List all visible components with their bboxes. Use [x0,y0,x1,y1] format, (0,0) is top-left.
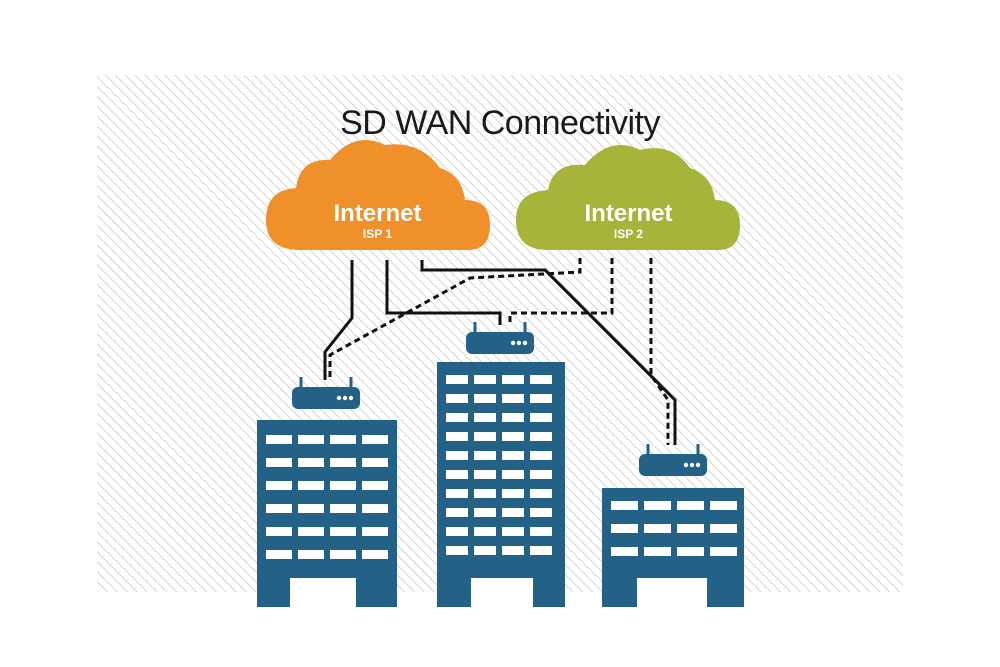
building-window [611,501,638,510]
building-window [677,547,704,556]
building-window [362,527,388,536]
building-window [530,432,552,441]
router-right-icon [639,444,707,476]
building-window [530,451,552,460]
building-window [644,524,671,533]
building-window [530,508,552,517]
building-window [530,394,552,403]
building-window [330,504,356,513]
building-window [330,527,356,536]
building-window [474,432,496,441]
building-window [330,481,356,490]
router-center-icon [466,322,534,354]
building-window [530,413,552,422]
building-window [446,508,468,517]
building-window [474,508,496,517]
building-window [266,435,292,444]
link-isp2-left-building [328,258,582,380]
building-window [266,527,292,536]
building-window [330,435,356,444]
building-window [298,527,324,536]
cloud-isp1-icon [266,140,490,250]
building-window [362,504,388,513]
building-window [502,413,524,422]
building-window [266,504,292,513]
building-window [502,451,524,460]
building-window [502,508,524,517]
building-window [710,524,737,533]
building-window [474,394,496,403]
building-window [266,550,292,559]
building-window [474,470,496,479]
building-window [330,458,356,467]
building-window [446,546,468,555]
diagram-title: SD WAN Connectivity [340,104,660,142]
router-left-icon [292,377,360,409]
building-window [474,451,496,460]
cloud-isp1-label: Internet ISP 1 [300,200,455,242]
building-window [362,435,388,444]
building-right-icon [602,488,744,607]
building-window [502,527,524,536]
building-window [611,524,638,533]
building-window [298,481,324,490]
building-window [502,375,524,384]
cloud-isp2-icon [516,145,740,250]
building-window [298,435,324,444]
building-window [298,504,324,513]
cloud-isp2-subtitle: ISP 2 [613,227,644,241]
building-window [530,489,552,498]
cloud-isp1-title: Internet [333,200,422,227]
building-window [474,489,496,498]
building-window [362,550,388,559]
building-window [446,375,468,384]
building-window [530,375,552,384]
building-window [530,527,552,536]
building-window [502,394,524,403]
building-window [446,470,468,479]
building-window [446,451,468,460]
building-window [446,413,468,422]
building-window [474,546,496,555]
building-window [446,489,468,498]
building-window [502,546,524,555]
building-window [298,550,324,559]
building-window [502,470,524,479]
building-window [502,432,524,441]
building-center-icon [437,362,565,607]
cloud-isp1-subtitle: ISP 1 [362,227,393,241]
building-window [266,458,292,467]
building-window [446,394,468,403]
building-window [710,501,737,510]
building-left-icon [257,420,397,607]
link-isp2-center-building [508,258,614,325]
building-window [298,458,324,467]
building-window [330,550,356,559]
building-window [644,547,671,556]
connections [323,258,677,445]
building-window [710,547,737,556]
building-window [446,432,468,441]
link-isp1-right-building [420,260,677,445]
building-window [474,375,496,384]
building-window [677,524,704,533]
building-window [362,481,388,490]
building-window [677,501,704,510]
link-isp1-left-building [323,260,354,380]
link-isp2-right-building [649,258,670,445]
building-window [644,501,671,510]
building-window [502,489,524,498]
link-isp1-center-building [385,260,502,325]
building-window [530,546,552,555]
cloud-isp2-title: Internet [584,200,673,227]
building-window [474,527,496,536]
building-window [474,413,496,422]
building-window [611,547,638,556]
building-window [446,527,468,536]
building-window [530,470,552,479]
cloud-isp2-label: Internet ISP 2 [551,200,706,242]
building-window [266,481,292,490]
building-window [362,458,388,467]
